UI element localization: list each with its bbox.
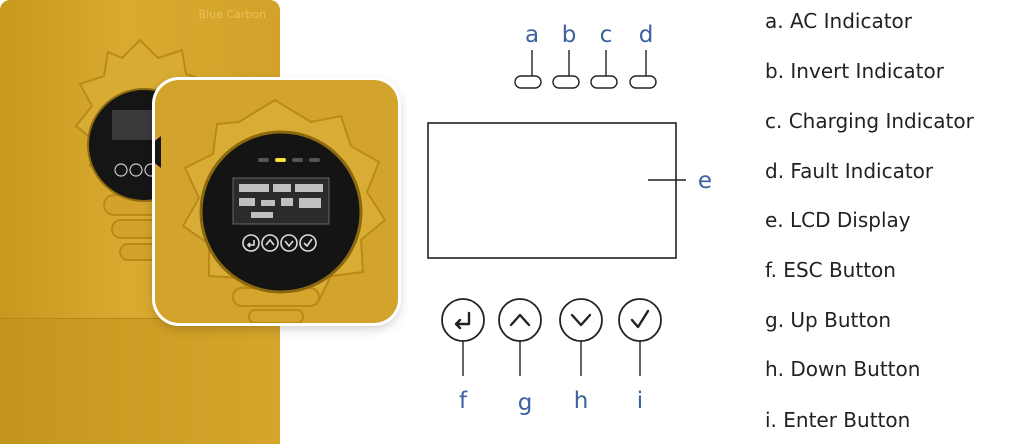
esc-button-outline [441, 298, 485, 342]
down-button-outline [559, 298, 603, 342]
label-a: a [525, 22, 539, 48]
indicator-leds [258, 158, 320, 162]
zoomed-buttons [242, 234, 317, 252]
lcd-segments [239, 184, 323, 218]
legend-item-up-button: g. Up Button [765, 308, 892, 332]
ac-indicator-lamp [514, 75, 542, 89]
legend-item-fault-indicator: d. Fault Indicator [765, 159, 934, 183]
device-lower-panel [0, 318, 280, 444]
lcd-display-outline [427, 122, 677, 259]
zoomed-control-panel [155, 80, 398, 323]
legend-item-invert-indicator: b. Invert Indicator [765, 59, 944, 83]
legend-list: a. AC Indicator b. Invert Indicator c. C… [765, 0, 1034, 443]
chevron-down-icon [570, 313, 592, 327]
legend-item-charging-indicator: c. Charging Indicator [765, 109, 974, 133]
legend-item-esc-button: f. ESC Button [765, 258, 896, 282]
charging-indicator-lamp [590, 75, 618, 89]
legend-item-down-button: h. Down Button [765, 357, 921, 381]
up-button-outline [498, 298, 542, 342]
fault-indicator-lamp [629, 75, 657, 89]
legend-item-enter-button: i. Enter Button [765, 408, 911, 432]
label-c: c [600, 22, 613, 48]
chevron-up-icon [509, 313, 531, 327]
label-i: i [637, 388, 643, 414]
brand-logo: Blue Carbon [198, 8, 266, 21]
return-arrow-icon [454, 311, 471, 330]
label-f: f [459, 388, 468, 414]
label-e: e [698, 168, 712, 194]
legend-item-lcd-display: e. LCD Display [765, 208, 911, 232]
label-h: h [574, 388, 589, 414]
invert-indicator-lamp [552, 75, 580, 89]
zoom-pointer [155, 136, 161, 168]
label-b: b [562, 22, 577, 48]
label-g: g [518, 390, 533, 416]
zoomed-bulb-base [232, 287, 320, 323]
legend-item-ac-indicator: a. AC Indicator [765, 9, 913, 33]
label-d: d [639, 22, 654, 48]
checkmark-icon [630, 309, 650, 329]
enter-button-outline [618, 298, 662, 342]
